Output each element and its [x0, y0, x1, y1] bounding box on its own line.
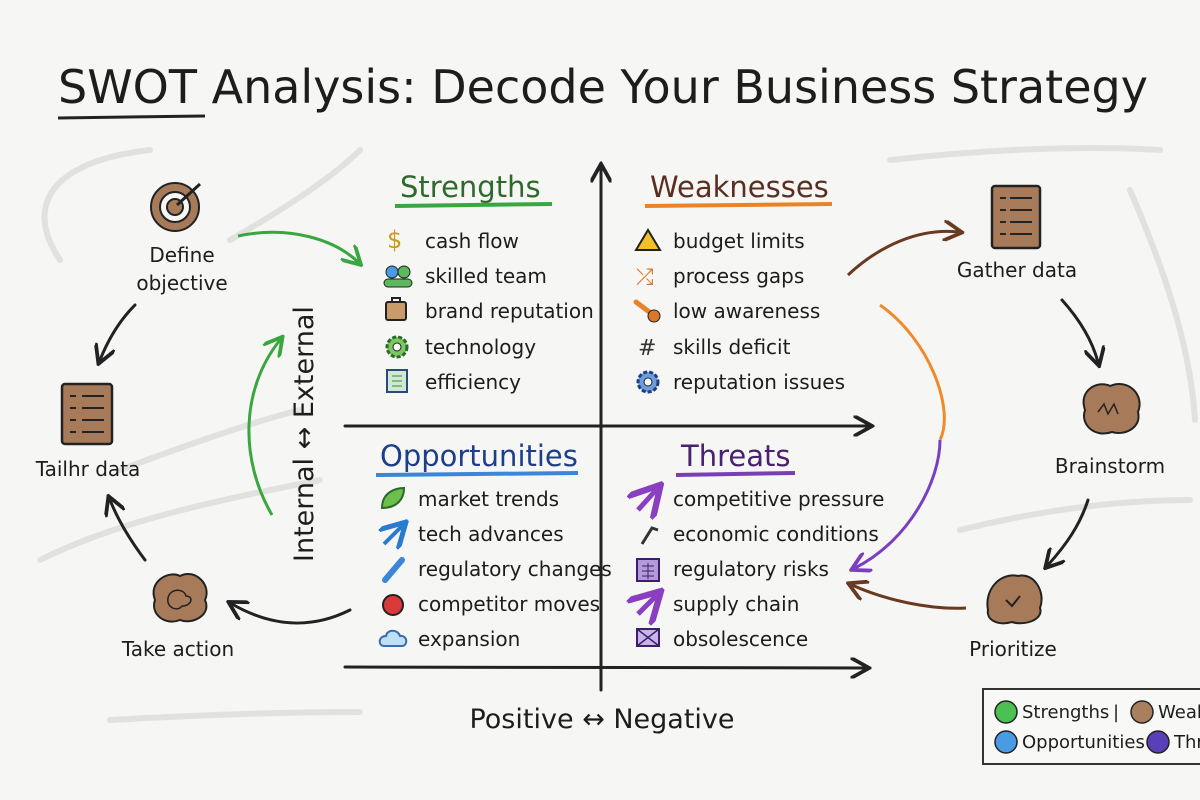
step-take-action: Take action: [121, 637, 234, 661]
legend-label-weaknesses: Weak: [1158, 702, 1200, 723]
team-icon: [383, 265, 413, 288]
shuffle-icon: ⤮: [636, 265, 654, 290]
chess-piece-icon: [382, 594, 404, 616]
step-gather-data: Gather data: [957, 258, 1077, 282]
brain-icon: [152, 573, 208, 623]
green-arrow: [237, 230, 358, 262]
list-item: skilled team: [425, 264, 547, 288]
list-item: competitive pressure: [673, 487, 884, 511]
list-item: skills deficit: [673, 335, 791, 359]
list-item: obsolescence: [673, 627, 808, 651]
cloud-icon: [378, 629, 408, 647]
list-item: cash flow: [425, 229, 519, 253]
list-item: process gaps: [673, 264, 804, 288]
legend-separator: |: [1113, 702, 1119, 723]
background-smudges: [37, 145, 1198, 723]
strengths-header: Strengths: [400, 170, 541, 204]
step-tailor-data: Tailhr data: [35, 457, 141, 481]
list-item: efficiency: [425, 370, 521, 394]
target-icon: [150, 182, 202, 232]
bottom-axis-arrow: [343, 667, 865, 668]
cycle-arrow: [1048, 498, 1090, 565]
threats-header: Threats: [680, 439, 790, 473]
list-item: market trends: [418, 487, 559, 511]
cycle-arrow: [110, 500, 147, 562]
megaphone-icon: [633, 299, 661, 323]
list-item: tech advances: [418, 522, 564, 546]
legend-label-opportunities: Opportunities: [1022, 732, 1145, 753]
hook-icon: [640, 526, 659, 545]
list-item: regulatory risks: [673, 557, 829, 581]
envelope-icon: [636, 628, 660, 647]
briefcase-icon: [385, 297, 407, 321]
green-arrow: [247, 340, 280, 516]
dollar-icon: $: [387, 226, 402, 254]
weaknesses-underline: [644, 202, 833, 208]
orange-arc: [879, 303, 946, 441]
legend-swatch-threats: [1146, 730, 1170, 754]
list-item: brand reputation: [425, 299, 594, 323]
strengths-underline: [394, 202, 553, 208]
gear-icon: [385, 335, 409, 359]
list-item: competitor moves: [418, 592, 600, 616]
opportunities-header: Opportunities: [380, 439, 578, 473]
list-item: technology: [425, 335, 536, 359]
cycle-arrow: [100, 303, 137, 360]
arrow-up-icon: [384, 526, 402, 544]
cycle-arrow: [232, 604, 352, 625]
legend-swatch-strengths: [994, 700, 1018, 724]
horizontal-axis-label: Positive ↔ Negative: [469, 704, 734, 735]
list-item: supply chain: [673, 592, 799, 616]
list-item: reputation issues: [673, 370, 845, 394]
brown-arrow: [846, 231, 958, 277]
gear-icon: [636, 370, 660, 394]
step-define-objective-line1: Define: [149, 243, 214, 267]
vertical-axis-label: Internal ↔ External: [289, 306, 320, 562]
legend-swatch-weaknesses: [1130, 700, 1154, 724]
pen-icon: [382, 557, 405, 583]
legend-swatch-opportunities: [994, 730, 1018, 754]
step-brainstorm: Brainstorm: [1055, 454, 1165, 478]
page-title: SWOT Analysis: Decode Your Business Stra…: [58, 60, 1148, 114]
threats-list: competitive pressure economic conditions…: [637, 487, 884, 651]
warning-icon: [634, 228, 662, 251]
checklist-icon: [990, 184, 1042, 250]
right-cycle: Gather data Brainstorm Prioritize: [846, 184, 1165, 661]
list-item: economic conditions: [673, 522, 879, 546]
rock-icon: [986, 574, 1043, 625]
legend-label-strengths: Strengths: [1022, 702, 1109, 723]
hash-icon: #: [638, 336, 656, 361]
step-prioritize: Prioritize: [969, 637, 1057, 661]
purple-arc: [855, 439, 942, 568]
left-cycle: Define objective Tailhr data Take action: [35, 182, 358, 661]
brain-icon: [1082, 383, 1141, 435]
legend: Strengths | Weak Opportunities Thr: [982, 688, 1200, 765]
list-item: budget limits: [673, 229, 805, 253]
cycle-arrow: [1060, 298, 1098, 362]
weaknesses-header: Weaknesses: [650, 170, 829, 204]
list-item: low awareness: [673, 299, 820, 323]
legend-label-threats: Thr: [1173, 732, 1200, 753]
arrow-up-icon: [638, 490, 656, 510]
leaf-icon: [380, 486, 406, 510]
arrow-up-icon: [638, 596, 656, 614]
list-item: regulatory changes: [418, 557, 612, 581]
opportunities-list: market trends tech advances regulatory c…: [378, 486, 612, 651]
threats-underline: [675, 471, 796, 477]
brown-arrow: [852, 585, 967, 610]
weaknesses-list: budget limits ⤮ process gaps low awarene…: [633, 228, 845, 394]
notebook-icon: [386, 369, 408, 393]
checklist-icon: [60, 382, 114, 446]
opportunities-underline: [375, 471, 579, 477]
title-underline: [57, 114, 206, 120]
step-define-objective-line2: objective: [136, 271, 227, 295]
list-item: expansion: [418, 627, 520, 651]
strengths-list: $ cash flow skilled team brand reputatio…: [383, 226, 594, 394]
calculator-icon: [636, 558, 660, 582]
